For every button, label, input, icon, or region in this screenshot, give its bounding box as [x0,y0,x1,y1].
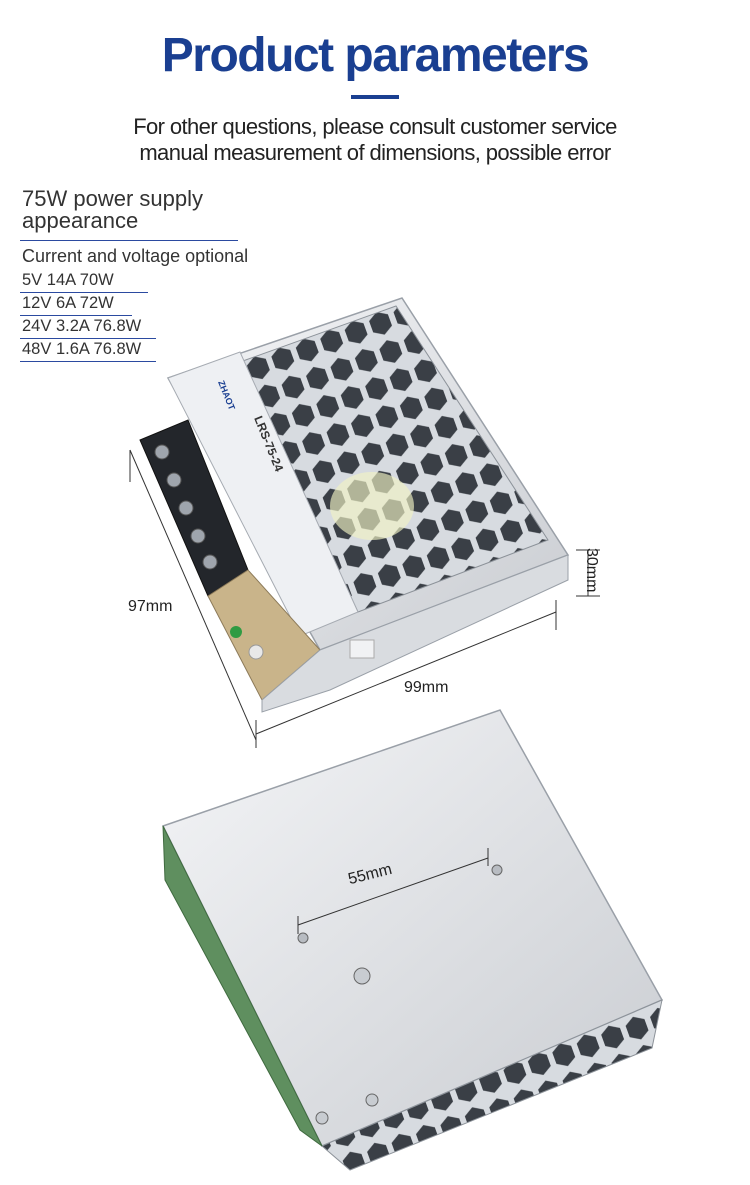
subtitle-line-1: For other questions, please consult cust… [133,114,617,139]
spec-divider [20,338,156,339]
spec-item-12v: 12V 6A 72W [22,294,114,312]
depth-dimension-label: 97mm [128,598,173,615]
subtitle-line-2: manual measurement of dimensions, possib… [139,140,611,165]
spec-item-48v: 48V 1.6A 76.8W [22,340,142,358]
spec-divider [20,315,132,316]
spec-divider [20,292,148,293]
spec-divider [20,361,156,362]
spec-heading: 75W power supply appearance [22,186,203,233]
spec-note: Current and voltage optional [22,246,249,266]
spec-item-24v: 24V 3.2A 76.8W [22,317,142,335]
power-supply-bottom-view [161,709,664,1171]
width-dimension-label: 99mm [404,679,449,696]
page-title: Product parameters [161,29,590,82]
dimension-lines [129,449,600,748]
spec-heading-divider [20,240,238,241]
spec-item-5v: 5V 14A 70W [22,271,114,289]
power-supply-top-view: ZHAOT LRS-75-24 [139,297,570,713]
title-underline [351,95,399,99]
height-dimension-label: 30mm [583,548,600,593]
